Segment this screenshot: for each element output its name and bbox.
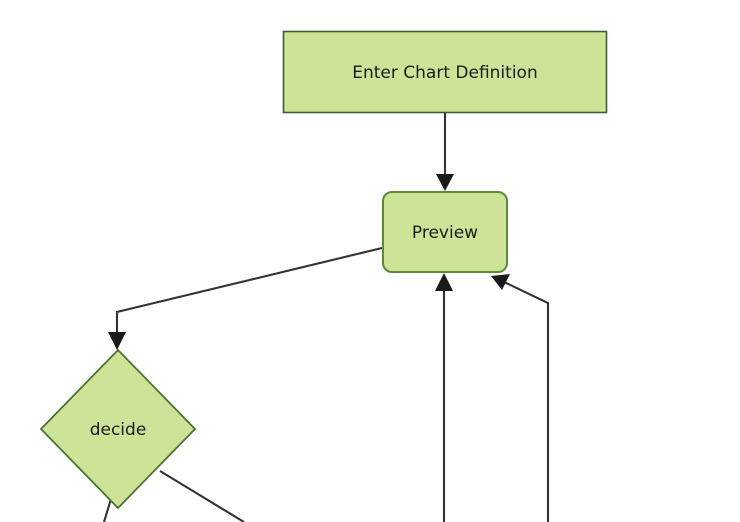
arrowhead-icon [491,274,510,290]
edge-enter-to-preview[interactable] [436,113,454,191]
arrowhead-icon [435,273,453,291]
edge-line [115,246,383,336]
node-diamond [39,348,197,510]
edge-line [501,280,550,522]
node-rounded-rectangle [382,191,508,273]
edge-group [102,113,550,522]
edge-bottom-center-to-preview[interactable] [435,273,453,522]
edge-decide-bottom-out[interactable] [102,498,113,522]
node-rectangle [282,30,608,114]
edge-line [102,498,113,522]
node-preview[interactable]: Preview [382,191,508,273]
arrowhead-icon [436,174,454,191]
edge-bottom-right-to-preview[interactable] [491,274,550,522]
node-group: Enter Chart Definition Preview decide [39,30,608,510]
node-label: decide [90,420,147,440]
node-decide[interactable]: decide [39,348,197,510]
edge-preview-to-decide[interactable] [108,246,383,350]
node-label: Enter Chart Definition [352,63,537,83]
arrowhead-icon [108,332,126,350]
node-enter-chart-definition[interactable]: Enter Chart Definition [282,30,608,114]
node-label: Preview [412,223,478,243]
edge-decide-right-out[interactable] [159,470,245,522]
edge-line [159,470,245,522]
